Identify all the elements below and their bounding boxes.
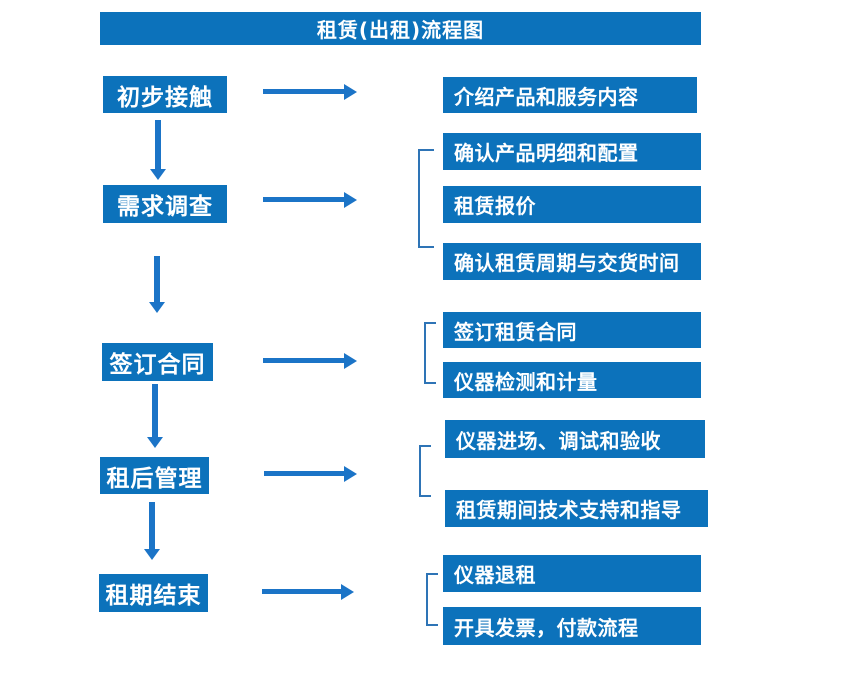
stage-box-post-rental-management: 租后管理	[100, 457, 209, 494]
detail-label: 仪器退租	[454, 563, 536, 587]
down-arrow-connector	[149, 502, 155, 549]
stage-box-sign-contract: 签订合同	[102, 343, 213, 381]
detail-box: 确认产品明细和配置	[443, 133, 701, 170]
right-arrow-connector	[263, 197, 344, 202]
detail-box: 确认租赁周期与交货时间	[443, 243, 701, 280]
detail-label: 介绍产品和服务内容	[454, 84, 639, 109]
stage-label: 签订合同	[109, 352, 206, 378]
right-arrow-connector	[262, 589, 341, 594]
detail-label: 签订租赁合同	[454, 319, 577, 344]
stage-label: 需求调查	[117, 194, 213, 220]
stage-box-initial-contact: 初步接触	[103, 76, 227, 113]
detail-label: 确认产品明细和配置	[454, 141, 639, 165]
right-arrow-connector	[263, 89, 344, 94]
detail-box: 仪器检测和计量	[443, 362, 701, 398]
flowchart-title-banner: 租赁(出租)流程图	[100, 12, 701, 45]
detail-box: 介绍产品和服务内容	[443, 77, 697, 113]
detail-label: 确认租赁周期与交货时间	[454, 251, 680, 275]
detail-label: 租赁期间技术支持和指导	[456, 498, 682, 522]
detail-box: 租赁报价	[443, 186, 701, 223]
bracket-connector	[424, 322, 436, 384]
down-arrow-connector	[152, 384, 158, 437]
bracket-connector	[419, 445, 431, 497]
detail-box: 签订租赁合同	[443, 312, 701, 348]
down-arrow-connector	[154, 256, 160, 302]
detail-box: 仪器进场、调试和验收	[445, 420, 705, 458]
bracket-connector	[418, 149, 434, 248]
right-arrow-connector	[263, 358, 344, 363]
detail-label: 租赁报价	[454, 194, 536, 218]
stage-label: 租后管理	[106, 465, 203, 492]
detail-box: 租赁期间技术支持和指导	[445, 490, 708, 527]
stage-box-demand-survey: 需求调查	[103, 185, 227, 223]
flowchart-title: 租赁(出租)流程图	[316, 18, 485, 42]
detail-box: 开具发票，付款流程	[443, 607, 701, 645]
right-arrow-connector	[264, 471, 344, 476]
stage-box-rental-end: 租期结束	[99, 574, 208, 612]
detail-label: 仪器检测和计量	[454, 369, 598, 394]
detail-label: 仪器进场、调试和验收	[456, 428, 661, 453]
stage-label: 初步接触	[117, 84, 213, 111]
stage-label: 租期结束	[105, 583, 202, 609]
detail-label: 开具发票，付款流程	[454, 615, 639, 640]
down-arrow-connector	[155, 120, 161, 169]
bracket-connector	[426, 573, 438, 626]
detail-box: 仪器退租	[443, 555, 701, 592]
